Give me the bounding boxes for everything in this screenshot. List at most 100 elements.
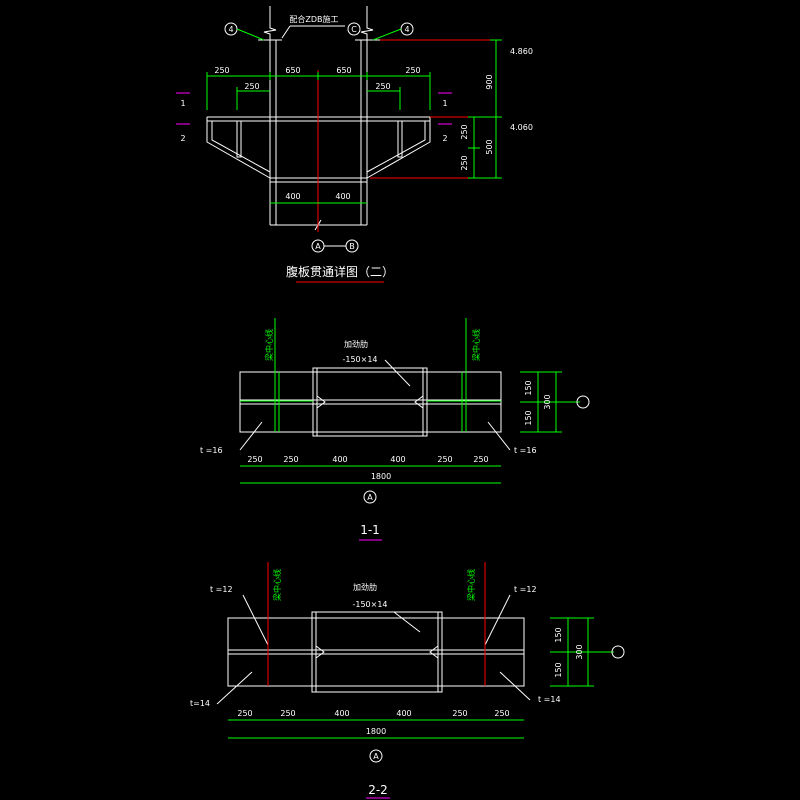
s1-chamfer-left (316, 395, 326, 409)
detail-top (206, 6, 431, 231)
s2-green (228, 617, 614, 739)
s2-dim-6: 250 (494, 709, 509, 718)
dim-bottom-1: 400 (285, 192, 300, 201)
section-2-title: 2-2 (368, 783, 388, 797)
s2-dim-right-total: 300 (575, 644, 584, 659)
s1-rib-size: -150×14 (342, 355, 377, 364)
s2-dim-right-a: 150 (554, 627, 563, 642)
s1-leader-left (239, 421, 263, 451)
section-mark-2-left: 2 (180, 134, 185, 143)
s2-leader-tl (242, 594, 269, 646)
s2-red (267, 562, 486, 686)
s2-leader-br (499, 671, 531, 701)
s2-chamfer-left (315, 645, 325, 659)
s1-rib (312, 367, 428, 437)
haunch-left (206, 117, 271, 179)
axis-bottom-left-label: A (315, 242, 321, 251)
s2-chamfer-right (429, 645, 439, 659)
dim-right-total-text: 500 (485, 139, 494, 154)
axis-bottom-right-label: B (349, 242, 355, 251)
s1-dim-3: 400 (332, 455, 347, 464)
s1-dim-1: 250 (247, 455, 262, 464)
axis-bubble-left-leader (236, 28, 265, 41)
s1-dim-6: 250 (473, 455, 488, 464)
dim-second-2: 250 (375, 82, 390, 91)
s2-dim-1: 250 (237, 709, 252, 718)
s1-center-right: 梁中心线 (471, 329, 481, 361)
s2-leader-tr (484, 594, 511, 646)
s1-center-left: 梁中心线 (264, 329, 274, 361)
elev-top-text: 4.860 (510, 47, 533, 56)
s2-dim-total-text: 1800 (366, 727, 386, 736)
axis-bubbles-top (224, 22, 414, 253)
dim-second-1: 250 (244, 82, 259, 91)
s2-dim-5: 250 (452, 709, 467, 718)
s2-dim-4: 400 (396, 709, 411, 718)
s2-plate-bottom-right: t =14 (538, 695, 561, 704)
s2-axis-bubble-right (611, 645, 625, 659)
axis-bubble-right-leader (372, 28, 402, 41)
dim-top-3: 650 (336, 66, 351, 75)
stiffener-right (397, 120, 403, 158)
haunch-right-inner (366, 121, 426, 173)
s1-dim-total-text: 1800 (371, 472, 391, 481)
note-leader-diag (281, 25, 291, 39)
section-mark-1-left: 1 (180, 99, 185, 108)
dim-top-4: 250 (405, 66, 420, 75)
s1-axis-bottom: A (367, 493, 373, 502)
s1-rib-leader (384, 359, 411, 387)
s1-plate-right: t =16 (514, 446, 537, 455)
s2-plate (227, 617, 525, 687)
s1-green (240, 318, 580, 484)
haunch-right (366, 117, 431, 179)
s1-dim-right-total: 300 (543, 394, 552, 409)
s2-rib-leader (393, 611, 421, 633)
section-1 (239, 359, 511, 451)
elev-mid-text: 4.060 (510, 123, 533, 132)
dims-top (206, 39, 502, 204)
dim-top-2: 650 (285, 66, 300, 75)
haunch-left-inner (211, 121, 271, 173)
s1-axis-bubble-bottom (363, 490, 377, 504)
s2-plate-bottom-left: t=14 (190, 699, 210, 708)
s2-leader-bl (216, 671, 253, 705)
s1-dim-right-a: 150 (524, 380, 533, 395)
s1-chamfer-right (414, 395, 424, 409)
dim-right-b-text: 250 (460, 155, 469, 170)
s2-axis-bubble-bottom (369, 749, 383, 763)
s1-leader-right (487, 421, 511, 451)
column-break-top (263, 6, 277, 40)
axis-bubble-center (347, 22, 361, 36)
s2-plate-top-right: t =12 (514, 585, 537, 594)
dim-top-1: 250 (214, 66, 229, 75)
s1-dim-right-b: 150 (524, 410, 533, 425)
section-mark-2-right: 2 (442, 134, 447, 143)
s1-plate (239, 371, 502, 433)
s1-rib-label: 加劲肋 (344, 339, 368, 349)
section-1-title: 1-1 (360, 523, 380, 537)
column-break-top-right (360, 6, 374, 40)
s1-dim-4: 400 (390, 455, 405, 464)
axis-center-label: C (351, 25, 357, 34)
s2-rib-size: -150×14 (352, 600, 387, 609)
section-marks (176, 92, 452, 125)
section-2 (216, 594, 531, 705)
s1-dim-5: 250 (437, 455, 452, 464)
s1-plate-left: t =16 (200, 446, 223, 455)
s2-center-label-left: 梁中心线 (272, 569, 282, 601)
s2-axis-bottom: A (373, 752, 379, 761)
s1-axis-bubble-right (576, 395, 590, 409)
s2-plate-top-left: t =12 (210, 585, 233, 594)
s2-dim-2: 250 (280, 709, 295, 718)
note-label: 配合ZDB施工 (289, 14, 338, 24)
s1-dim-2: 250 (283, 455, 298, 464)
s2-rib-label: 加劲肋 (353, 582, 377, 592)
axis-left-label: 4 (228, 25, 233, 34)
axis-right-label: 4 (404, 25, 409, 34)
s2-dim-3: 400 (334, 709, 349, 718)
s2-dim-right-b: 150 (554, 662, 563, 677)
dim-bottom-2: 400 (335, 192, 350, 201)
stiffener-left (236, 120, 242, 158)
dim-right-a-text: 250 (460, 124, 469, 139)
